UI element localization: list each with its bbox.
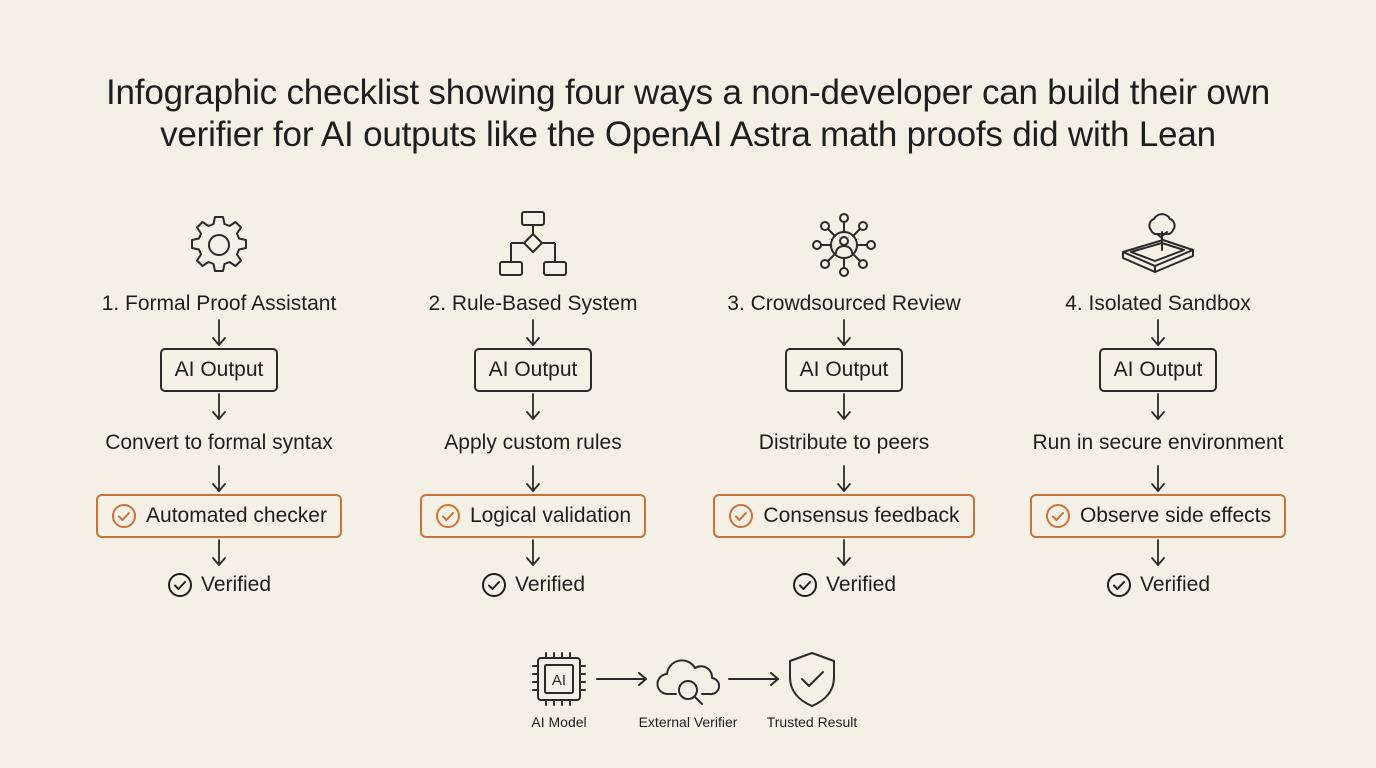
shield-check-icon — [789, 652, 835, 707]
gear-icon — [182, 208, 256, 282]
check-circle-icon — [1106, 573, 1131, 597]
method-column-crowdsourced: 3. Crowdsourced Review AI Output Distrib… — [684, 208, 1004, 618]
down-arrow-icon — [1151, 464, 1165, 494]
flow-label-external-verifier: External Verifier — [638, 714, 738, 730]
down-arrow-icon — [837, 392, 851, 422]
flow-arrow-icon — [728, 672, 779, 686]
verified-result: Verified — [1106, 572, 1210, 598]
down-arrow-icon — [837, 538, 851, 568]
method-column-formal-proof: 1. Formal Proof Assistant AI Output Conv… — [59, 208, 379, 618]
verification-check-label: Consensus feedback — [763, 504, 960, 527]
process-step: Convert to formal syntax — [105, 431, 333, 454]
down-arrow-icon — [526, 318, 540, 348]
check-circle-icon — [435, 504, 460, 528]
verified-label: Verified — [200, 573, 272, 596]
flow-label-ai-model: AI Model — [531, 714, 587, 730]
down-arrow-icon — [837, 318, 851, 348]
ai-output-box: AI Output — [473, 348, 593, 392]
verification-check-box: Automated checker — [96, 494, 342, 538]
process-step: Apply custom rules — [444, 431, 622, 454]
verified-label: Verified — [825, 573, 897, 596]
ai-output-box: AI Output — [159, 348, 279, 392]
verified-result: Verified — [167, 572, 271, 598]
method-heading: 4. Isolated Sandbox — [1065, 292, 1251, 315]
down-arrow-icon — [212, 538, 226, 568]
check-circle-icon — [729, 504, 754, 528]
sandbox-tree-icon — [1121, 208, 1195, 282]
method-heading: 2. Rule-Based System — [428, 292, 638, 315]
ai-output-box: AI Output — [1098, 348, 1218, 392]
method-heading: 3. Crowdsourced Review — [727, 292, 961, 315]
network-people-icon — [807, 208, 881, 282]
process-step: Run in secure environment — [1032, 431, 1284, 454]
check-circle-icon — [1045, 504, 1070, 528]
check-circle-icon — [792, 573, 817, 597]
verification-check-box: Logical validation — [419, 494, 647, 538]
down-arrow-icon — [1151, 538, 1165, 568]
down-arrow-icon — [212, 464, 226, 494]
down-arrow-icon — [1151, 392, 1165, 422]
flowchart-icon — [496, 208, 570, 282]
ai-chip-icon: AI — [532, 652, 586, 706]
check-circle-icon — [112, 504, 137, 528]
down-arrow-icon — [526, 538, 540, 568]
chip-text: AI — [552, 672, 566, 689]
down-arrow-icon — [526, 392, 540, 422]
verified-result: Verified — [481, 572, 585, 598]
flow-arrow-icon — [596, 672, 647, 686]
down-arrow-icon — [1151, 318, 1165, 348]
ai-output-box: AI Output — [784, 348, 904, 392]
check-circle-icon — [167, 573, 192, 597]
flow-label-trusted-result: Trusted Result — [766, 714, 858, 730]
check-circle-icon — [481, 573, 506, 597]
verification-check-label: Logical validation — [469, 504, 632, 527]
verification-check-label: Observe side effects — [1079, 504, 1272, 527]
infographic-title: Infographic checklist showing four ways … — [0, 72, 1376, 156]
down-arrow-icon — [212, 392, 226, 422]
down-arrow-icon — [526, 464, 540, 494]
method-column-sandbox: 4. Isolated Sandbox AI Output Run in sec… — [998, 208, 1318, 618]
title-line-2: verifier for AI outputs like the OpenAI … — [160, 115, 1216, 154]
cloud-search-icon — [656, 659, 721, 705]
verified-result: Verified — [792, 572, 896, 598]
method-heading: 1. Formal Proof Assistant — [101, 292, 337, 315]
verification-check-label: Automated checker — [146, 504, 327, 527]
process-step: Distribute to peers — [758, 431, 930, 454]
verification-check-box: Observe side effects — [1029, 494, 1287, 538]
down-arrow-icon — [837, 464, 851, 494]
verified-label: Verified — [514, 573, 586, 596]
method-column-rule-based: 2. Rule-Based System AI Output Apply cus… — [373, 208, 693, 618]
verified-label: Verified — [1139, 573, 1211, 596]
title-line-1: Infographic checklist showing four ways … — [106, 73, 1270, 112]
verification-pipeline: AI AI Model External Verifier Trusted Re… — [0, 650, 1376, 740]
down-arrow-icon — [212, 318, 226, 348]
verification-check-box: Consensus feedback — [713, 494, 975, 538]
